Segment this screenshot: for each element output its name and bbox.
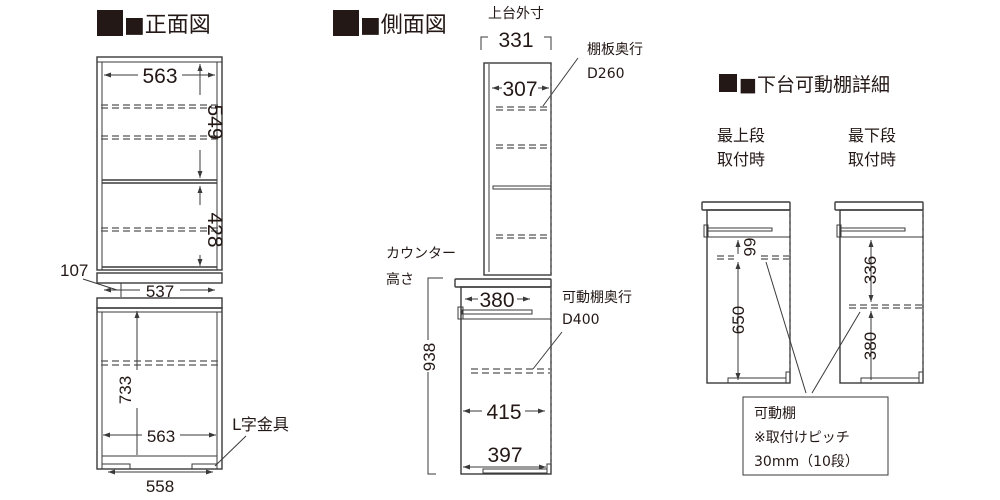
- dim-upper-outer-depth: 331: [498, 29, 533, 52]
- detail-top-position-cabinet: 66 650: [701, 201, 791, 384]
- side-view: ■側面図 上台外寸 331 棚板奥行 D260 307 カウンター 高さ 938…: [333, 6, 643, 475]
- dim-top-position-upper: 66: [740, 238, 759, 257]
- title-square-icon: [719, 74, 737, 92]
- note-line-2: ※取付けピッチ: [754, 430, 850, 446]
- dim-lower-height: 733: [116, 376, 135, 404]
- dim-bottom-position-upper: 336: [861, 256, 880, 284]
- detail-bottom-position-cabinet: 336 380: [834, 201, 924, 384]
- dim-middle-height: 428: [203, 212, 226, 247]
- callout-l-bracket: L字金具: [232, 415, 289, 434]
- top-position-label-1: 最上段: [717, 126, 765, 145]
- title-square-icon: [97, 10, 123, 36]
- dim-lower-depth: 415: [486, 401, 521, 424]
- bottom-position-label-2: 取付時: [848, 150, 896, 169]
- detail-view: ■下台可動棚詳細 最上段 取付時 最下段 取付時 66 650: [701, 74, 924, 476]
- upper-outer-label: 上台外寸: [488, 6, 544, 22]
- counter-height-label-1: カウンター: [386, 246, 456, 262]
- upper-cabinet-outline: [96, 56, 223, 271]
- dim-lower-width: 563: [147, 427, 175, 446]
- title-square-icon: [333, 10, 359, 36]
- movable-shelf-note-box: [742, 396, 889, 476]
- upper-side-outline: [483, 62, 552, 276]
- front-view: ■正面図 563 549: [60, 10, 289, 496]
- side-view-title: ■側面図: [360, 13, 447, 38]
- callout-movable-depth-2: D400: [562, 312, 600, 328]
- dim-bottom-position-lower: 380: [861, 332, 880, 360]
- callout-movable-depth-1: 可動棚奥行: [562, 289, 632, 306]
- dim-upper-width: 563: [142, 65, 177, 88]
- callout-shelf-depth-2: D260: [587, 66, 625, 82]
- dim-counter-gap: 107: [60, 261, 88, 280]
- detail-view-title: ■下台可動棚詳細: [739, 74, 890, 96]
- note-line-3: 30mm（10段）: [754, 454, 859, 470]
- dim-counter-depth: 380: [479, 289, 514, 312]
- dim-counter-height: 938: [420, 343, 439, 371]
- bottom-position-label-1: 最下段: [848, 126, 896, 145]
- dim-upper-inner-depth: 307: [502, 78, 537, 101]
- dim-top-position-lower: 650: [729, 306, 748, 334]
- note-line-1: 可動棚: [754, 406, 796, 422]
- counter-height-label-2: 高さ: [386, 271, 414, 288]
- callout-shelf-depth-1: 棚板奥行: [587, 41, 643, 58]
- dim-lower-inner-depth: 397: [487, 444, 522, 467]
- dim-counter-inner-width: 537: [146, 282, 174, 301]
- lower-cabinet-outline: [96, 307, 223, 470]
- dim-base-width: 558: [146, 477, 174, 496]
- top-position-label-2: 取付時: [717, 150, 765, 169]
- front-view-title: ■正面図: [124, 13, 211, 38]
- dim-upper-shelf-height: 549: [203, 104, 226, 139]
